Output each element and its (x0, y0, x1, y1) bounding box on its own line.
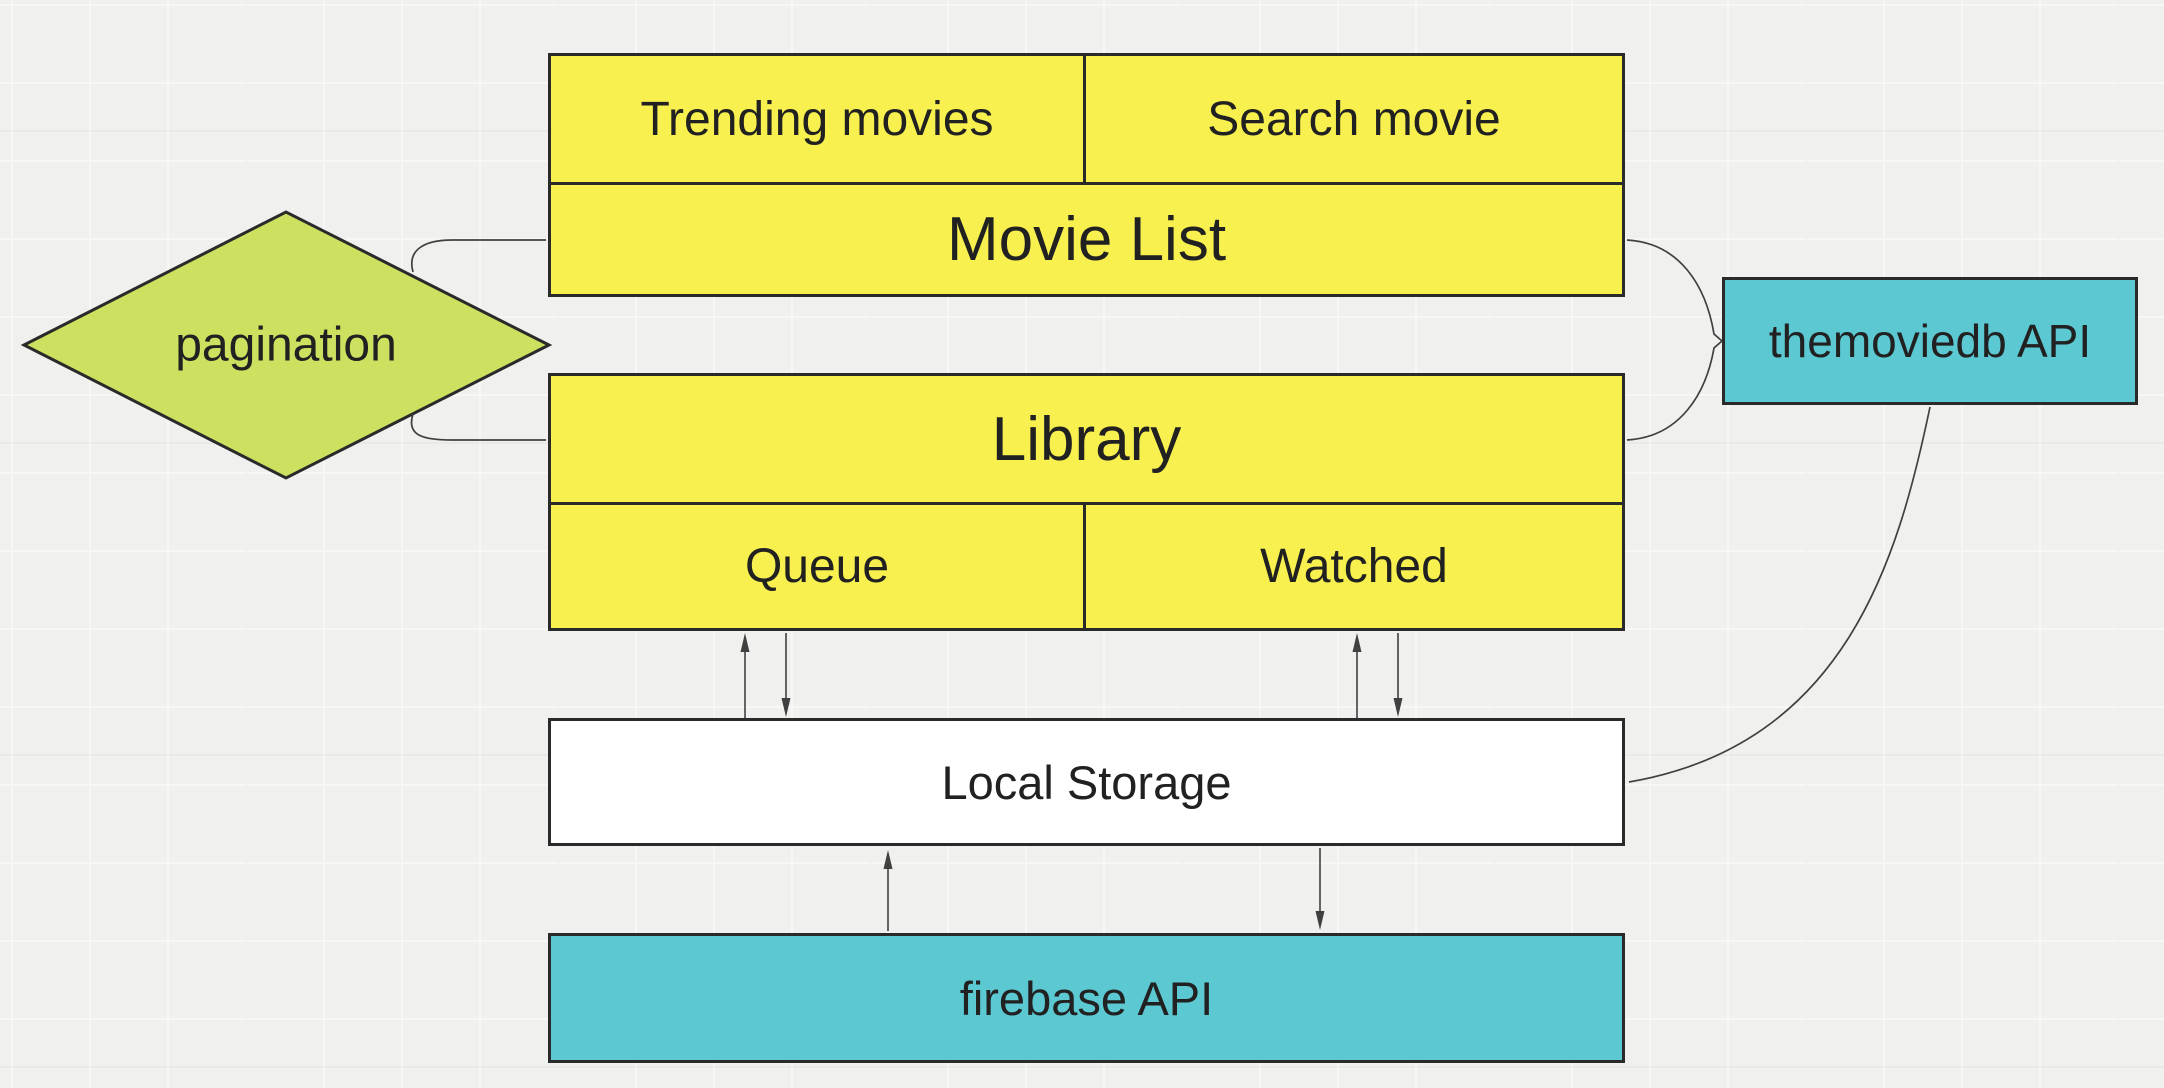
connector-pagination-to-movie-list (410, 239, 546, 273)
node-local-storage[interactable]: Local Storage (548, 718, 1625, 846)
arrow-local-storage-to-firebase (1315, 848, 1325, 930)
node-firebase-api[interactable]: firebase API (548, 933, 1625, 1063)
node-library[interactable]: Library (551, 376, 1622, 502)
watched-label: Watched (1260, 540, 1448, 593)
connector-library-to-themoviedb (1626, 340, 1723, 441)
trending-movies-label: Trending movies (640, 92, 994, 146)
queue-label: Queue (744, 540, 890, 593)
divider-queue-watched (1083, 505, 1086, 628)
local-storage-label: Local Storage (941, 755, 1232, 809)
node-search-movie[interactable]: Search movie (1086, 56, 1622, 182)
library-label: Library (991, 404, 1182, 474)
node-trending-movies[interactable]: Trending movies (551, 56, 1083, 182)
node-queue[interactable]: Queue (551, 505, 1083, 628)
pagination-diamond-shape[interactable] (20, 210, 553, 480)
arrow-watched-to-local-storage (1393, 633, 1403, 717)
themoviedb-api-label: themoviedb API (1768, 315, 2092, 367)
node-movie-list[interactable]: Movie List (551, 185, 1622, 294)
group-movie-list-block: Trending movies Search movie Movie List (548, 53, 1625, 297)
divider-trending-search (1083, 56, 1086, 182)
firebase-api-label: firebase API (959, 971, 1214, 1025)
divider-library-row2 (551, 502, 1622, 505)
search-movie-label: Search movie (1207, 92, 1501, 146)
arrow-firebase-to-local-storage (883, 850, 893, 931)
pagination-label: pagination (175, 318, 397, 372)
arrow-queue-to-local-storage (781, 633, 791, 717)
arrow-local-storage-to-watched (1352, 633, 1362, 718)
connector-movie-list-to-themoviedb (1626, 239, 1723, 342)
arrow-local-storage-to-queue (740, 633, 750, 718)
divider-row1-movie-list (551, 182, 1622, 185)
movie-list-label: Movie List (946, 205, 1227, 274)
node-watched[interactable]: Watched (1086, 505, 1622, 628)
group-library-block: Library Queue Watched (548, 373, 1625, 631)
node-themoviedb-api[interactable]: themoviedb API (1722, 277, 2138, 405)
connector-pagination-to-library (410, 413, 546, 441)
connector-themoviedb-to-local-storage (1628, 406, 1931, 783)
